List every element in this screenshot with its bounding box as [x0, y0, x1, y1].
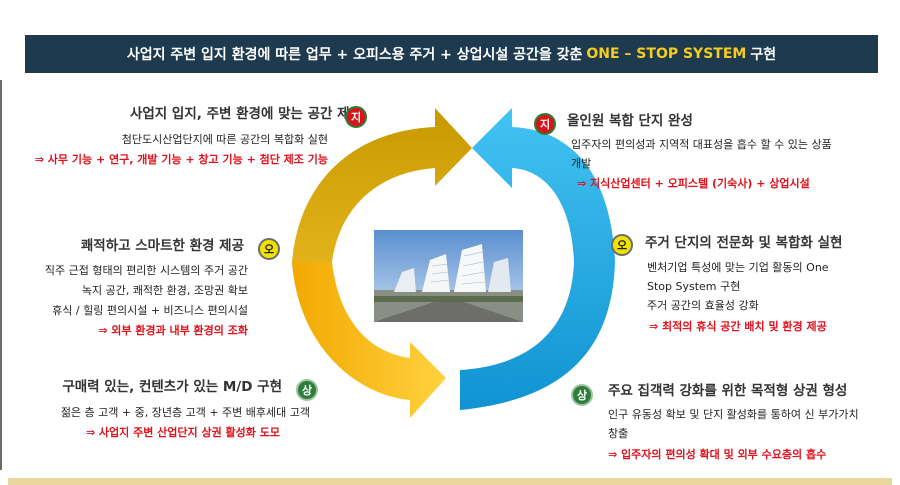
left-o-line2: 녹지 공간, 쾌적한 환경, 조망권 확보 — [81, 284, 248, 297]
left-sang-line1: 젊은 층 고객 + 중, 장년층 고객 + 주변 배후세대 고객 — [60, 406, 310, 419]
left-o-line1: 직주 근접 형태의 편리한 시스템의 주거 공간 — [44, 264, 248, 277]
right-sang-line1: 인구 유동성 확보 및 단지 활성화를 통하여 신 부가가치 — [608, 408, 859, 421]
left-ji-line2: ⇒ 사무 기능 + 연구, 개발 기능 + 창고 기능 + 첨단 제조 기능 — [34, 153, 328, 166]
o-badge-left: 오 — [258, 238, 280, 260]
ji-badge-left: 지 — [345, 106, 367, 128]
footer-bar — [8, 478, 892, 485]
header-main-text: 사업지 주변 입지 환경에 따른 업무 + 오피스용 주거 + 상업시설 공간을… — [126, 47, 583, 63]
right-ji-line1: 입주자의 편의성과 지역적 대표성을 흡수 할 수 있는 상품 — [571, 138, 832, 151]
arrow-blue — [460, 108, 615, 410]
left-o-line4: ⇒ 외부 환경과 내부 환경의 조화 — [98, 324, 248, 337]
left-border-line — [0, 80, 2, 470]
right-o-line1: 벤처기업 특성에 맞는 기업 활동의 One — [647, 261, 829, 274]
left-ji-title: 사업지 입지, 주변 환경에 맞는 공간 제공 — [129, 106, 362, 122]
arrow-yellow — [292, 262, 446, 418]
right-sang-title: 주요 집객력 강화를 위한 목적형 상권 형성 — [608, 383, 848, 399]
left-o-line3: 휴식 / 힐링 편의시설 + 비즈니스 편의시설 — [52, 304, 248, 317]
right-o-line4: ⇒ 최적의 휴식 공간 배치 및 환경 제공 — [649, 320, 827, 333]
sang-badge-left: 상 — [296, 379, 318, 401]
header-highlight-text: ONE – STOP SYSTEM — [586, 46, 747, 62]
right-o-line2: Stop System 구현 — [647, 280, 741, 293]
left-o-title: 쾌적하고 스마트한 환경 제공 — [80, 238, 244, 254]
left-sang-title: 구매력 있는, 컨텐츠가 있는 M/D 구현 — [62, 379, 282, 395]
ji-badge-right: 지 — [534, 113, 556, 135]
right-o-line3: 주거 공간의 효율성 강화 — [647, 299, 759, 312]
right-ji-title: 올인원 복합 단지 완성 — [567, 113, 693, 129]
right-o-title: 주거 단지의 전문화 및 복합화 실현 — [645, 235, 843, 251]
left-sang-line2: ⇒ 사업지 주변 산업단지 상권 활성화 도모 — [85, 426, 280, 439]
o-badge-right: 오 — [611, 234, 633, 256]
header-tail-text: 구현 — [750, 47, 777, 63]
left-ji-line1: 첨단도시산업단지에 따른 공간의 복합화 실현 — [121, 133, 328, 146]
building-complex-photo — [374, 230, 523, 322]
sang-badge-right: 상 — [571, 384, 593, 406]
right-ji-line2: 개발 — [571, 157, 592, 170]
right-sang-line3: ⇒ 입주자의 편의성 확대 및 외부 수요층의 흡수 — [608, 448, 827, 461]
arrow-gold — [292, 108, 472, 262]
right-sang-line2: 창출 — [608, 427, 629, 440]
header-banner: 사업지 주변 입지 환경에 따른 업무 + 오피스용 주거 + 상업시설 공간을… — [25, 35, 878, 73]
right-ji-line3: ⇒ 지식산업센터 + 오피스텔 (기숙사) + 상업시설 — [577, 177, 810, 190]
